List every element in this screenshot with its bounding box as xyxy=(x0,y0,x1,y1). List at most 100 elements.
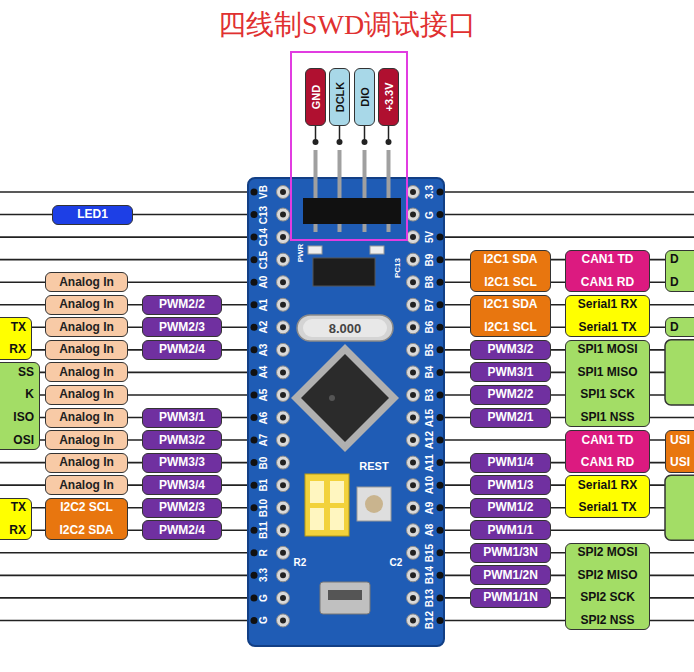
pin-name: A7 xyxy=(259,434,269,447)
pin-name: B3 xyxy=(425,389,435,402)
pin-pad xyxy=(277,208,290,221)
pin-hole xyxy=(410,437,416,443)
pin-pad xyxy=(407,298,420,311)
pin-hole xyxy=(410,324,416,330)
pin-function-text: PWM2/2 xyxy=(487,384,533,404)
pin-hole xyxy=(410,234,416,240)
pin-function-text: TX xyxy=(11,317,26,337)
pin-function-text: I2C1 SCL xyxy=(484,317,537,337)
pin-function-box: PWM3/1 xyxy=(470,362,551,382)
pin-function-text: PWM2/1 xyxy=(487,407,533,427)
pin-function-text: PWM1/4 xyxy=(487,452,533,472)
pin-name: A1 xyxy=(259,298,269,311)
wire-dot xyxy=(251,391,258,398)
pin-function-box: I2C1 SDAI2C1 SCL xyxy=(470,295,551,338)
pin-name: R xyxy=(259,549,269,556)
pin-function-text: Analog In xyxy=(59,272,114,292)
pin-function-text: CAN1 TD xyxy=(581,249,633,269)
pin-pad xyxy=(407,186,420,199)
pin-function-box: Analog In xyxy=(45,272,128,292)
pin-name: A11 xyxy=(425,454,435,472)
wire-dot xyxy=(251,549,258,556)
jumper-cap xyxy=(330,508,344,530)
pin-pad xyxy=(407,479,420,492)
pin-hole xyxy=(410,257,416,263)
pin-pad xyxy=(277,546,290,559)
wire-dot xyxy=(251,527,258,534)
pin-function-text: Serial1 TX xyxy=(578,497,636,517)
pin-hole xyxy=(410,189,416,195)
wire-dot xyxy=(251,324,258,331)
pin-function-text: Analog In xyxy=(59,294,114,314)
pin-pad xyxy=(277,343,290,356)
cut-function-box xyxy=(665,475,694,540)
pin-function-text: I2C1 SDA xyxy=(483,249,537,269)
pin-pad xyxy=(407,388,420,401)
wire-dot xyxy=(437,256,444,263)
pin-pad xyxy=(277,276,290,289)
wire-dot xyxy=(251,504,258,511)
pin-function-box: PWM1/2N xyxy=(470,565,551,585)
wire-dot xyxy=(437,234,444,241)
wire-dot xyxy=(251,594,258,601)
pin-function-text: Analog In xyxy=(59,317,114,337)
pin-hole xyxy=(410,550,416,556)
pin-pad xyxy=(407,524,420,537)
led xyxy=(308,246,322,254)
pin-function-text: D xyxy=(670,249,679,269)
pin-function-text: CAN1 RD xyxy=(581,452,634,472)
pin-function-text: PWM1/3 xyxy=(487,475,533,495)
diagram-title: 四线制SWD调试接口 xyxy=(0,8,694,42)
pin-name: A8 xyxy=(425,524,435,537)
wire-dot xyxy=(437,211,444,218)
pin-function-box: Analog In xyxy=(45,408,128,428)
pin-function-text: SPI2 MISO xyxy=(577,565,637,585)
pin-name: A12 xyxy=(425,431,435,449)
pin-wire xyxy=(440,214,694,216)
pin-function-box: PWM2/2 xyxy=(142,295,222,315)
pin-function-text: Analog In xyxy=(59,384,114,404)
pin-pad xyxy=(407,411,420,424)
pin-function-box: D xyxy=(665,317,694,337)
header-block xyxy=(303,198,401,224)
pin-hole xyxy=(410,369,416,375)
mcu-chip xyxy=(301,354,389,442)
pin-function-box: Serial1 RXSerial1 TX xyxy=(565,295,650,338)
pin-pad xyxy=(407,591,420,604)
pin-function-box: PWM1/3 xyxy=(470,475,551,495)
pin-pad xyxy=(277,614,290,627)
pin-function-box: SSKISOOSI xyxy=(0,362,40,450)
crystal-top xyxy=(303,319,387,337)
crystal xyxy=(297,315,393,341)
pin-function-text: D xyxy=(670,317,679,337)
silkscreen-label: PC13 xyxy=(394,258,402,278)
pin-hole xyxy=(410,617,416,623)
pin-pad xyxy=(407,208,420,221)
leader-line xyxy=(364,126,366,140)
pin-hole xyxy=(280,505,286,511)
pin-function-box: Analog In xyxy=(45,475,128,495)
pin-hole xyxy=(410,347,416,353)
pin-hole xyxy=(410,302,416,308)
leader-line xyxy=(339,126,341,140)
pin-name: G xyxy=(259,594,269,602)
pin-function-text: PWM3/2 xyxy=(487,339,533,359)
wire-dot xyxy=(437,437,444,444)
pin-name: A15 xyxy=(425,408,435,426)
pin-name: G xyxy=(259,617,269,625)
pin-function-box: PWM1/2 xyxy=(470,498,551,518)
pin-function-box: USIUSI xyxy=(665,430,694,473)
pin-pad xyxy=(407,231,420,244)
pin-function-box: Serial1 RXSerial1 TX xyxy=(565,475,650,518)
pin-hole xyxy=(280,527,286,533)
pin-wire xyxy=(0,575,254,577)
pin-hole xyxy=(410,279,416,285)
pin-hole xyxy=(280,279,286,285)
pin-pad xyxy=(277,479,290,492)
pin-hole xyxy=(280,572,286,578)
pin-function-box: Analog In xyxy=(45,317,128,337)
pin-function-text: SPI1 MOSI xyxy=(577,339,637,359)
leader-dot xyxy=(386,139,392,145)
pin-function-box: PWM3/3 xyxy=(142,453,222,473)
